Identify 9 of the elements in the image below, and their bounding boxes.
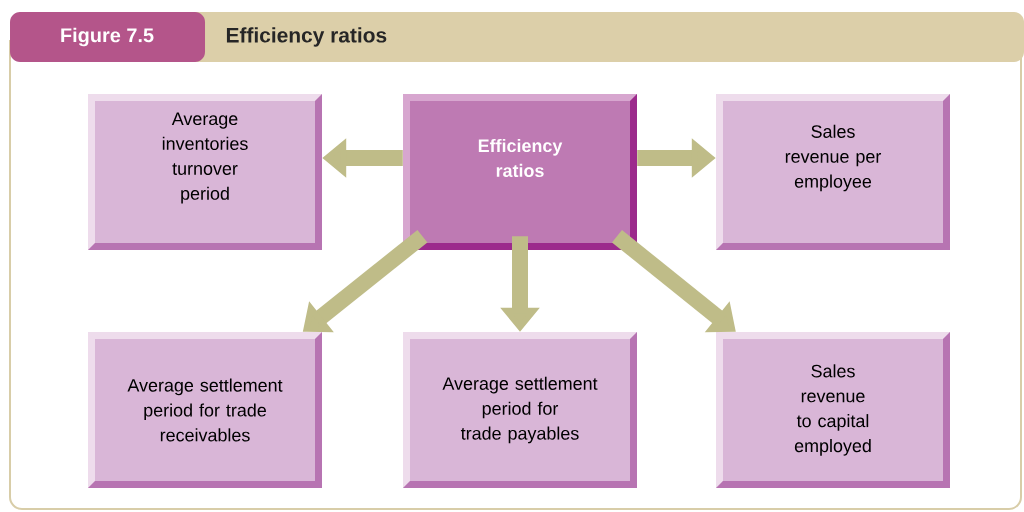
figure-tab: Figure 7.5 [10, 12, 205, 62]
arrow [611, 229, 736, 333]
ratio-box: Average inventories turnover period [88, 94, 322, 250]
ratio-box: Average settlement period for trade receivables [88, 332, 322, 488]
ratio-box: Average settlement period for trade payables [403, 332, 637, 488]
title: Efficiency ratios [226, 27, 387, 47]
ratio-box: Sales revenue per employee [716, 94, 950, 250]
central-box: Efficiency ratios [403, 94, 637, 250]
ratio-box: Sales revenue to capital employed [716, 332, 950, 488]
